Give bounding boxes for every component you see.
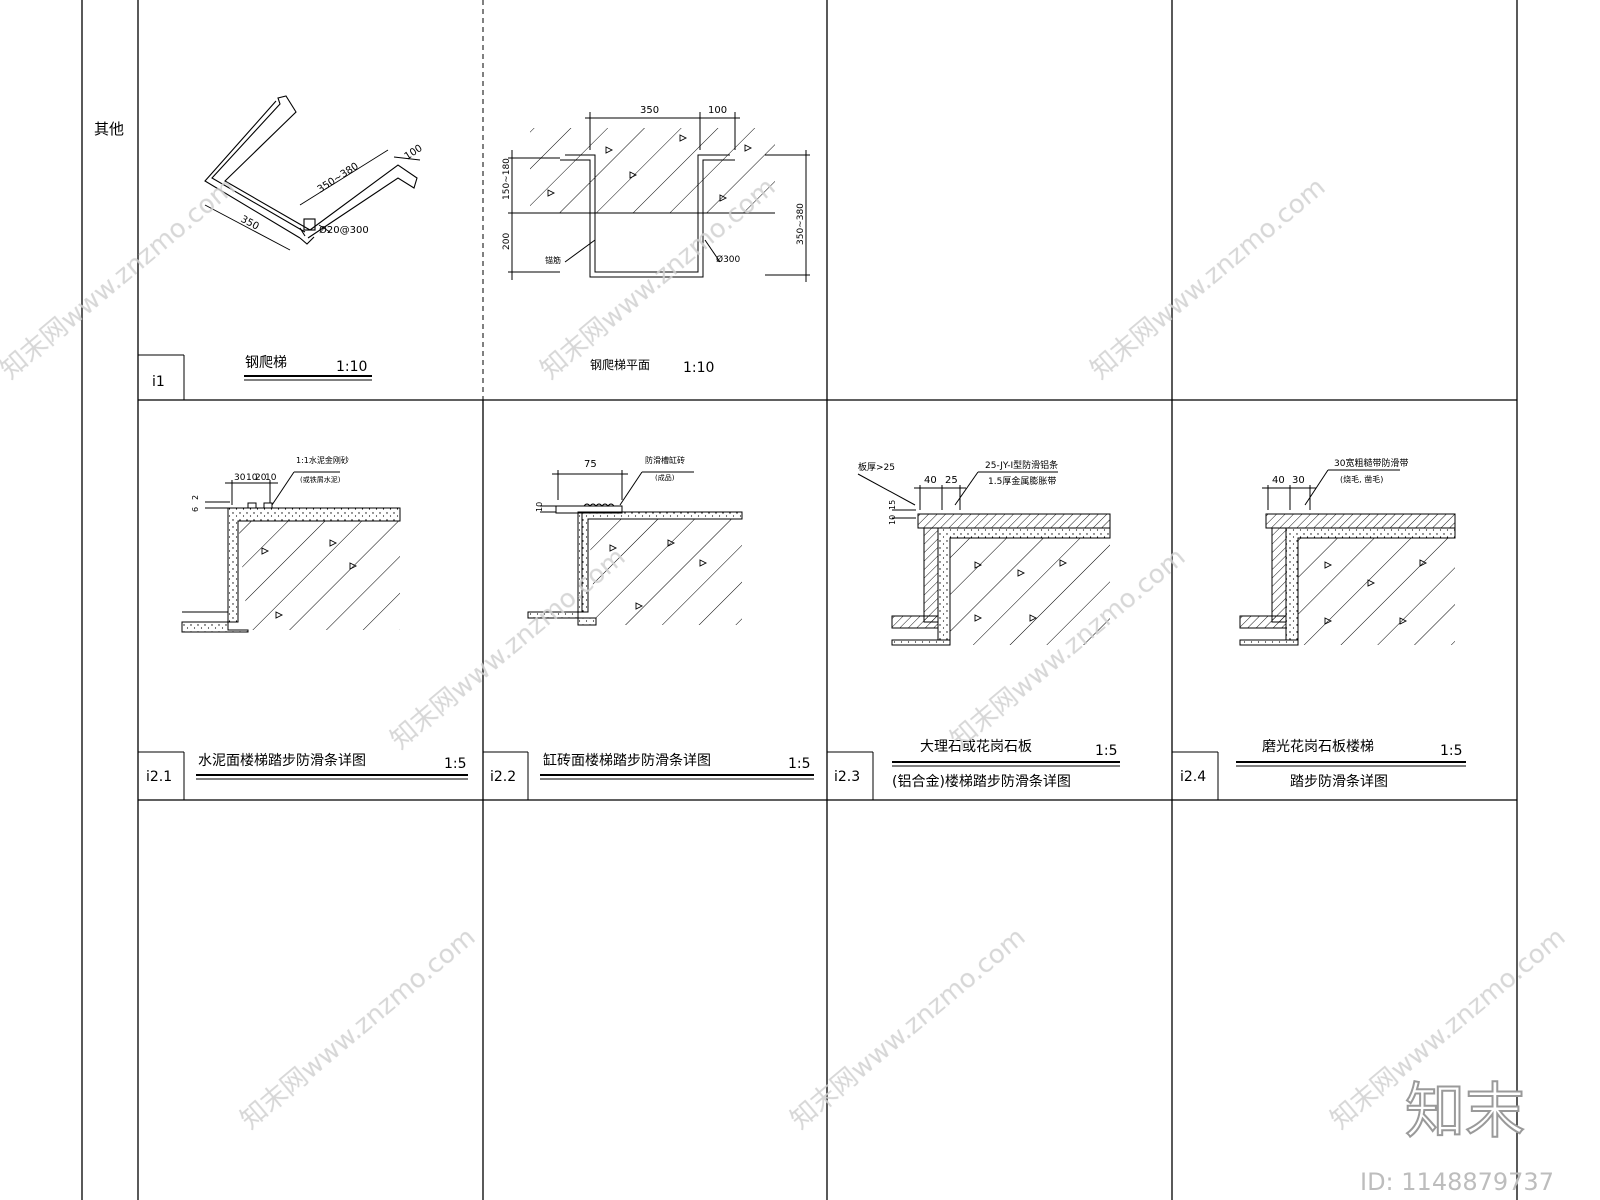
dim-350-left: 350 [239, 214, 261, 233]
thickness-note: 板厚>25 [858, 461, 895, 473]
rebar-spacing: Ø300 [716, 254, 741, 265]
dim-40: 40 [1272, 475, 1285, 486]
dim-10: 10 [535, 502, 544, 512]
dim-2: 2 [191, 495, 200, 500]
dim-30: 30 [234, 473, 246, 483]
panel-i2-1: 30 10 20 10 6 2 1:1水泥金刚砂 (或铁屑水泥) i2.1 水泥… [138, 455, 468, 800]
detail-scale: 1:10 [336, 359, 367, 375]
detail-code: i2.2 [490, 769, 516, 785]
detail-scale: 1:10 [683, 360, 714, 376]
detail-code: i2.4 [1180, 769, 1206, 785]
detail-code: i2.1 [146, 769, 172, 785]
watermark-text: 知末网www.znzmo.com [0, 172, 241, 385]
detail-scale: 1:5 [1095, 743, 1118, 759]
material-note-2: (或铁屑水泥) [300, 475, 341, 484]
watermark-text: 知末网www.znzmo.com [385, 542, 631, 755]
detail-code: i2.3 [834, 769, 860, 785]
panel-ladder-plan: 350 100 150~180 200 350~380 Ø300 锚筋 钢爬梯平… [502, 105, 810, 376]
detail-title: 磨光花岗石板楼梯 [1262, 739, 1374, 755]
material-note-2: 1.5厚金属膨胀带 [988, 475, 1056, 487]
detail-scale: 1:5 [1440, 743, 1463, 759]
dim-200: 200 [502, 233, 512, 250]
dim-350-380: 350~380 [796, 203, 806, 245]
material-note: 25-JY-I型防滑铝条 [985, 459, 1058, 471]
dim-10: 10 [888, 515, 897, 525]
category-label: 其他 [94, 120, 124, 138]
dim-10b: 10 [265, 473, 277, 483]
watermark-text: 知末网www.znzmo.com [1085, 172, 1331, 385]
detail-subtitle: (铝合金)楼梯踏步防滑条详图 [892, 773, 1071, 790]
watermark-layer: 知末网www.znzmo.com 知末网www.znzmo.com 知末网www… [0, 172, 1571, 1135]
dim-100: 100 [708, 105, 727, 116]
material-note: 30宽粗糙带防滑带 [1334, 457, 1408, 469]
detail-scale: 1:5 [444, 756, 467, 772]
asset-id: ID: 1148879737 [1360, 1168, 1554, 1196]
detail-title: 钢爬梯平面 [590, 358, 650, 372]
panel-i2-4: 40 30 30宽粗糙带防滑带 (烧毛, 凿毛) i2.4 磨光花岗石板楼梯 1… [1172, 457, 1466, 800]
watermark-text: 知末网www.znzmo.com [235, 922, 481, 1135]
material-note-2: (烧毛, 凿毛) [1340, 474, 1383, 484]
dim-6: 6 [191, 507, 200, 512]
dim-350-380: 350~380 [316, 161, 361, 196]
dim-10a: 10 [246, 473, 258, 483]
dim-15: 15 [888, 500, 897, 510]
detail-subtitle: 踏步防滑条详图 [1290, 773, 1388, 790]
rebar-spec: Ø20@300 [319, 224, 369, 236]
sheet-grid [81, 0, 1518, 1200]
dim-150-180: 150~180 [502, 158, 512, 200]
material-note: 防滑槽缸砖 [645, 455, 685, 465]
watermark-text: 知末网www.znzmo.com [785, 922, 1031, 1135]
dim-75: 75 [584, 459, 597, 470]
ladder-dimension-lines [204, 149, 421, 251]
panel-i2-3: 板厚>25 40 25 10 15 25-JY-I型防滑铝条 1.5厚金属膨胀带… [827, 459, 1120, 800]
anchor-label: 锚筋 [545, 255, 561, 265]
ladder-rung-drawing [204, 95, 418, 245]
detail-title: 钢爬梯 [245, 355, 287, 371]
detail-code: i1 [152, 374, 165, 390]
detail-title: 水泥面楼梯踏步防滑条详图 [198, 752, 366, 769]
detail-title: 缸砖面楼梯踏步防滑条详图 [543, 752, 711, 769]
detail-scale: 1:5 [788, 756, 811, 772]
screed-layer [181, 507, 401, 633]
dim-25: 25 [945, 475, 958, 486]
panel-i1: 350 350~380 100 Ø20@300 i1 钢爬梯 1:10 [138, 95, 425, 400]
material-note: 1:1水泥金刚砂 [296, 455, 349, 465]
material-note-2: (成品) [655, 473, 675, 482]
dim-30: 30 [1292, 475, 1305, 486]
dim-20: 20 [255, 473, 267, 483]
dim-40: 40 [924, 475, 937, 486]
brand-logo: 知末 [1405, 1077, 1525, 1147]
detail-title: 大理石或花岗石板 [920, 739, 1032, 755]
wall-hatch [530, 128, 775, 213]
panel-i2-2: 75 10 防滑槽缸砖 (成品) i2.2 缸砖面楼梯踏步防滑条详图 1:5 [483, 455, 814, 800]
dim-350: 350 [640, 105, 659, 116]
concrete-body [238, 521, 400, 630]
